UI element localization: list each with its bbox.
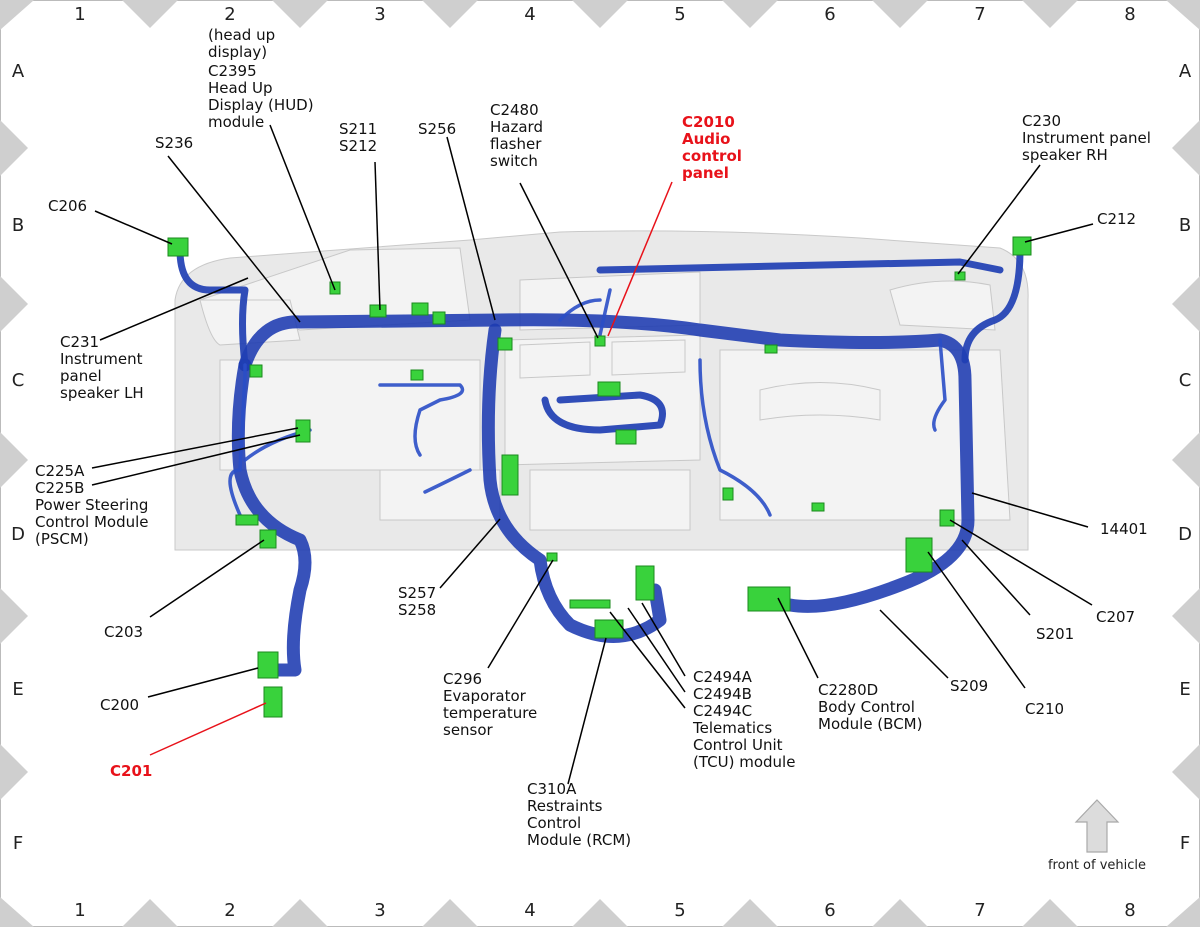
grid-row-e: E bbox=[12, 679, 23, 700]
wiring-harness bbox=[176, 246, 1024, 677]
grid-col-8: 8 bbox=[1124, 4, 1135, 25]
grid-row-a: A bbox=[12, 61, 25, 82]
label-front-of-vehicle: front of vehicle bbox=[1048, 858, 1146, 873]
grid-column-labels-bottom: 1 2 3 4 5 6 7 8 bbox=[74, 900, 1135, 921]
grid-col-1: 1 bbox=[74, 900, 85, 921]
label-c201: C201 bbox=[110, 762, 152, 780]
label-c200: C200 bbox=[100, 696, 139, 714]
connectors bbox=[167, 236, 1032, 718]
label-c207: C207 bbox=[1096, 608, 1135, 626]
grid-row-f: F bbox=[13, 833, 23, 854]
label-c203: C203 bbox=[104, 623, 143, 641]
label-14401: 14401 bbox=[1100, 520, 1148, 538]
label-c296-evaporator-sensor: C296 Evaporator temperature sensor bbox=[443, 670, 542, 739]
label-c2494-tcu: C2494A C2494B C2494C Telematics Control … bbox=[692, 668, 795, 771]
label-c310a-rcm: C310A Restraints Control Module (RCM) bbox=[527, 780, 631, 849]
grid-row-labels-left: A B C D E F bbox=[11, 61, 25, 854]
grid-col-6: 6 bbox=[824, 4, 835, 25]
grid-row-b: B bbox=[1179, 215, 1191, 236]
label-c2280d-bcm: C2280D Body Control Module (BCM) bbox=[818, 681, 922, 733]
label-c2480-hazard-switch: C2480 Hazard flasher switch bbox=[490, 101, 548, 170]
grid-column-labels-top: 1 2 3 4 5 6 7 8 bbox=[74, 4, 1135, 25]
grid-col-7: 7 bbox=[974, 4, 985, 25]
grid-row-b: B bbox=[12, 215, 24, 236]
grid-col-2: 2 bbox=[224, 900, 235, 921]
label-s209: S209 bbox=[950, 677, 988, 695]
label-s256: S256 bbox=[418, 120, 456, 138]
grid-row-c: C bbox=[1179, 370, 1192, 391]
leader-lines bbox=[91, 124, 1094, 785]
label-s211-s212: S211 S212 bbox=[339, 120, 382, 155]
label-c2395-hud: (head up display) C2395 Head Up Display … bbox=[208, 26, 318, 131]
grid-col-4: 4 bbox=[524, 4, 535, 25]
grid-row-e: E bbox=[1179, 679, 1190, 700]
grid-col-8: 8 bbox=[1124, 900, 1135, 921]
label-c210: C210 bbox=[1025, 700, 1064, 718]
label-c212: C212 bbox=[1097, 210, 1136, 228]
grid-col-4: 4 bbox=[524, 900, 535, 921]
grid-col-5: 5 bbox=[674, 900, 685, 921]
grid-row-c: C bbox=[12, 370, 25, 391]
label-c206: C206 bbox=[48, 197, 87, 215]
grid-row-labels-right: A B C D E F bbox=[1178, 61, 1192, 854]
grid-row-f: F bbox=[1180, 833, 1190, 854]
grid-col-6: 6 bbox=[824, 900, 835, 921]
label-c230-speaker-rh: C230 Instrument panel speaker RH bbox=[1022, 112, 1156, 164]
grid-col-3: 3 bbox=[374, 4, 385, 25]
grid-col-5: 5 bbox=[674, 4, 685, 25]
grid-col-2: 2 bbox=[224, 4, 235, 25]
label-s236: S236 bbox=[155, 134, 193, 152]
grid-row-d: D bbox=[11, 524, 25, 545]
grid-col-3: 3 bbox=[374, 900, 385, 921]
label-s257-s258: S257 S258 bbox=[398, 584, 441, 619]
grid-col-7: 7 bbox=[974, 900, 985, 921]
label-c231-speaker-lh: C231 Instrument panel speaker LH bbox=[60, 333, 147, 402]
label-s201: S201 bbox=[1036, 625, 1074, 643]
grid-col-1: 1 bbox=[74, 4, 85, 25]
grid-row-d: D bbox=[1178, 524, 1192, 545]
label-c2010-audio-control-panel: C2010 Audio control panel bbox=[682, 113, 747, 182]
label-c225-pscm: C225A C225B Power Steering Control Modul… bbox=[35, 462, 153, 548]
front-of-vehicle-arrow-icon bbox=[1074, 799, 1120, 853]
grid-row-a: A bbox=[1179, 61, 1192, 82]
